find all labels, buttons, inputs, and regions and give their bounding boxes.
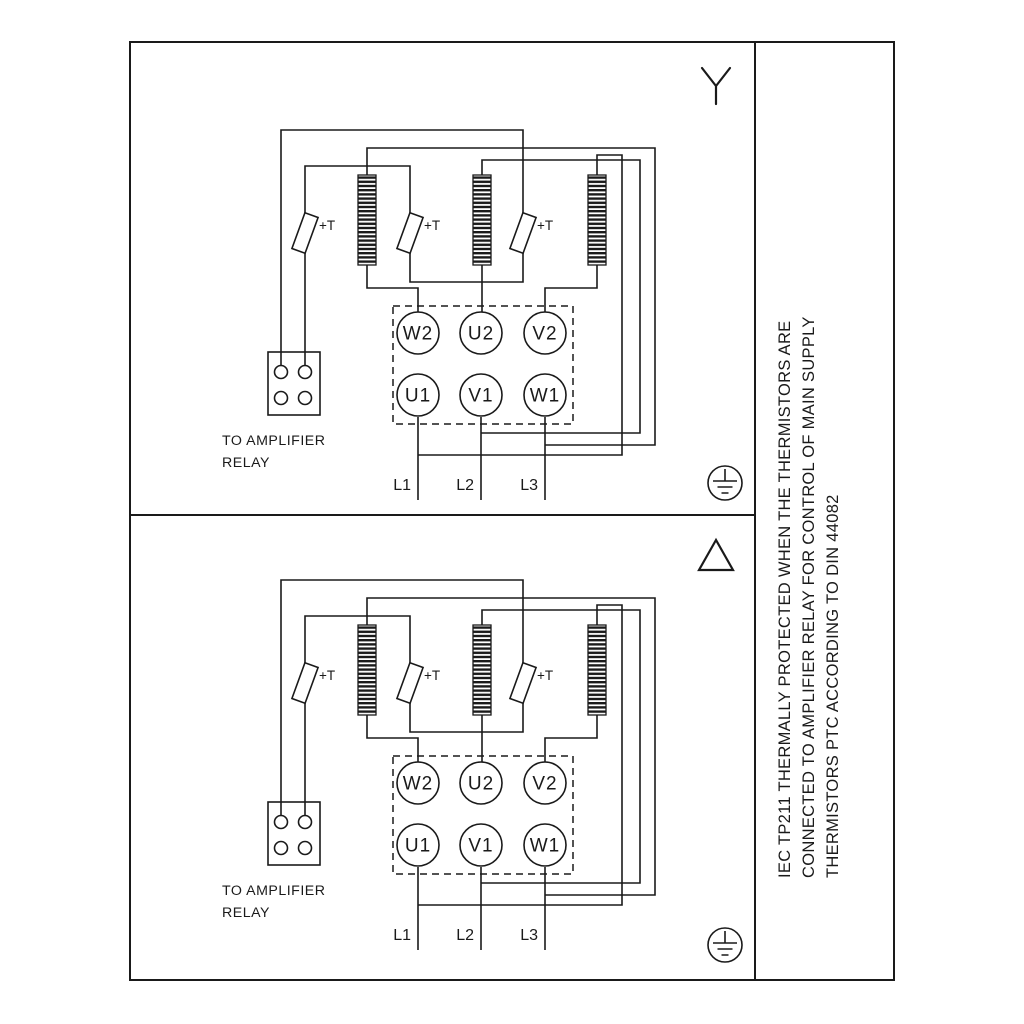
terminal-label: W2 bbox=[403, 774, 434, 795]
terminal-v1: V1 bbox=[459, 373, 503, 417]
thermistor-circuit-wire bbox=[280, 579, 524, 802]
motor-winding-3 bbox=[587, 624, 607, 716]
earth-ground-icon bbox=[707, 465, 743, 501]
supply-label-l3: L3 bbox=[520, 477, 538, 494]
winding-loop-wires bbox=[366, 147, 656, 456]
side-note-line3: THERMISTORS PTC ACCORDING TO DIN 44082 bbox=[824, 494, 842, 878]
amplifier-relay-connector bbox=[267, 801, 321, 866]
terminal-w1: W1 bbox=[523, 373, 567, 417]
terminal-label: U2 bbox=[468, 774, 494, 795]
thermistor-icon bbox=[290, 211, 320, 255]
motor-winding-2 bbox=[472, 624, 492, 716]
supply-label-l2: L2 bbox=[456, 477, 474, 494]
thermistor-icon bbox=[508, 661, 538, 705]
winding-loop-wires bbox=[366, 597, 656, 906]
supply-label-l2: L2 bbox=[456, 927, 474, 944]
thermistor-2: +T bbox=[395, 661, 440, 705]
terminal-w1: W1 bbox=[523, 823, 567, 867]
outer-border bbox=[129, 41, 895, 981]
supply-label-l3: L3 bbox=[520, 927, 538, 944]
motor-winding-2 bbox=[472, 174, 492, 266]
thermistor-label: +T bbox=[319, 668, 335, 683]
terminal-label: U1 bbox=[405, 836, 431, 857]
diagram-delta: +T +T +T W2 U2 V2 U1 V1 bbox=[222, 579, 656, 950]
side-note: IEC TP211 THERMALLY PROTECTED WHEN THE T… bbox=[776, 316, 842, 878]
relay-caption-line2: RELAY bbox=[222, 905, 270, 921]
thermistor-1: +T bbox=[290, 211, 335, 255]
star-symbol bbox=[700, 66, 732, 106]
relay-caption-line1: TO AMPLIFIER bbox=[222, 433, 326, 449]
thermistor-3: +T bbox=[508, 661, 553, 705]
terminal-block-outline bbox=[392, 755, 574, 875]
motor-winding-1 bbox=[357, 624, 377, 716]
winding-to-terminal-wires bbox=[366, 715, 598, 762]
terminal-w2: W2 bbox=[396, 311, 440, 355]
terminal-u2: U2 bbox=[459, 761, 503, 805]
terminal-label: U1 bbox=[405, 386, 431, 407]
earth-ground-icon bbox=[707, 927, 743, 963]
thermistor-label: +T bbox=[537, 668, 553, 683]
thermistor-icon bbox=[395, 211, 425, 255]
thermistor-2: +T bbox=[395, 211, 440, 255]
thermistor-icon bbox=[508, 211, 538, 255]
terminal-u1: U1 bbox=[396, 373, 440, 417]
thermistor-label: +T bbox=[424, 668, 440, 683]
terminal-v1: V1 bbox=[459, 823, 503, 867]
terminal-label: U2 bbox=[468, 324, 494, 345]
supply-label-l1: L1 bbox=[393, 927, 411, 944]
thermistor-3: +T bbox=[508, 211, 553, 255]
terminal-label: V2 bbox=[532, 324, 557, 345]
thermistor-icon bbox=[395, 661, 425, 705]
terminal-label: V2 bbox=[532, 774, 557, 795]
terminal-u1: U1 bbox=[396, 823, 440, 867]
terminal-label: W1 bbox=[530, 836, 561, 857]
thermistor-1: +T bbox=[290, 661, 335, 705]
relay-caption-line1: TO AMPLIFIER bbox=[222, 883, 326, 899]
terminal-block-outline bbox=[392, 305, 574, 425]
supply-label-l1: L1 bbox=[393, 477, 411, 494]
terminal-label: V1 bbox=[468, 386, 493, 407]
relay-caption-line2: RELAY bbox=[222, 455, 270, 471]
thermistor-label: +T bbox=[424, 218, 440, 233]
amplifier-relay-connector bbox=[267, 351, 321, 416]
side-note-line2: CONNECTED TO AMPLIFIER RELAY FOR CONTROL… bbox=[800, 316, 818, 878]
thermistor-circuit-wire bbox=[280, 129, 524, 352]
terminal-v2: V2 bbox=[523, 311, 567, 355]
motor-winding-3 bbox=[587, 174, 607, 266]
thermistor-icon bbox=[290, 661, 320, 705]
supply-line-wires bbox=[417, 417, 546, 500]
thermistor-label: +T bbox=[537, 218, 553, 233]
supply-line-wires bbox=[417, 867, 546, 950]
motor-winding-1 bbox=[357, 174, 377, 266]
thermistor-label: +T bbox=[319, 218, 335, 233]
terminal-u2: U2 bbox=[459, 311, 503, 355]
terminal-label: W1 bbox=[530, 386, 561, 407]
winding-to-terminal-wires bbox=[366, 265, 598, 312]
terminal-label: V1 bbox=[468, 836, 493, 857]
terminal-v2: V2 bbox=[523, 761, 567, 805]
terminal-label: W2 bbox=[403, 324, 434, 345]
terminal-w2: W2 bbox=[396, 761, 440, 805]
delta-symbol bbox=[697, 537, 735, 572]
side-note-line1: IEC TP211 THERMALLY PROTECTED WHEN THE T… bbox=[776, 321, 794, 878]
diagram-star: +T +T +T W2 U2 V2 U1 V1 bbox=[222, 129, 656, 500]
